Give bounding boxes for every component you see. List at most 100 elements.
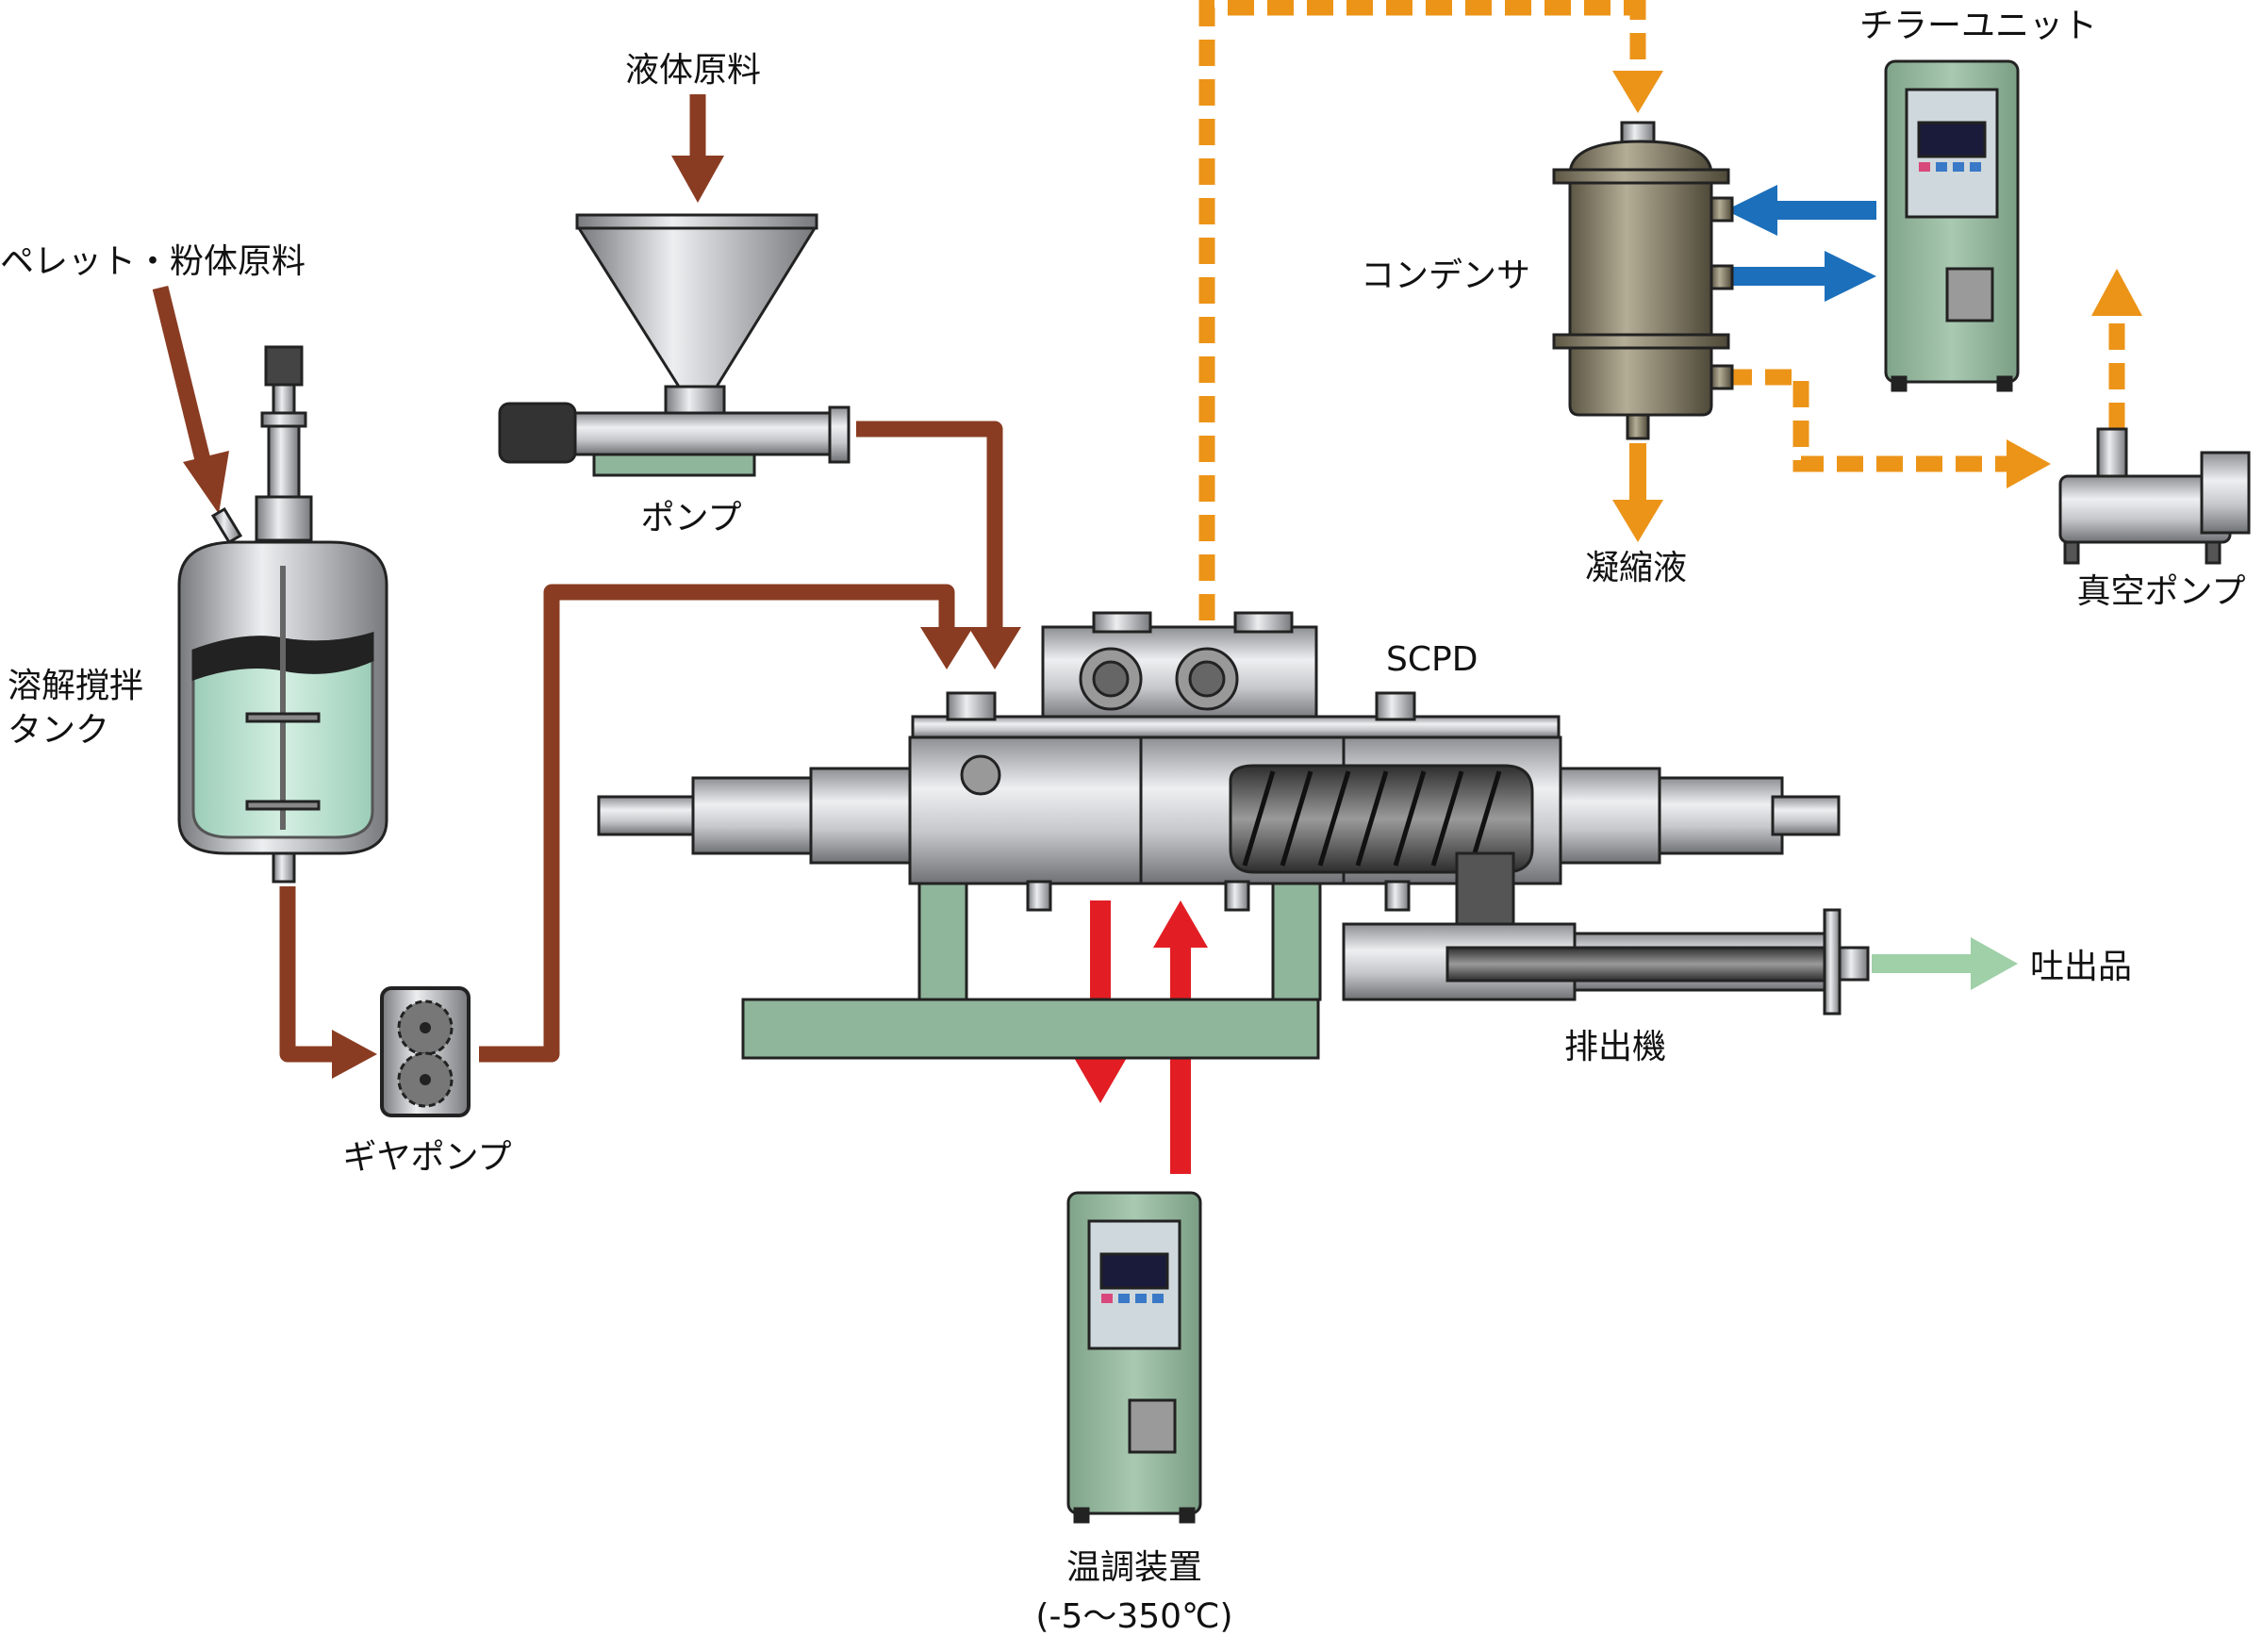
- screw-pump-outlet-flange: [828, 405, 851, 464]
- scpd-top-plate: [911, 715, 1561, 739]
- tcu-vent: [1128, 1398, 1177, 1454]
- coolant-arrows: [1726, 185, 1876, 302]
- material-flow-arrowheads: [183, 156, 1021, 1079]
- coolant-return-arrowhead: [1726, 185, 1777, 236]
- scpd-base-beam: [741, 998, 1320, 1060]
- vacuum-pump-foot-left: [2063, 540, 2080, 565]
- vacuum-pump-inlet: [2096, 427, 2128, 478]
- arrowhead-vacuum-in: [2007, 439, 2051, 488]
- tank-motor-coupling: [272, 383, 296, 415]
- chiller-unit-label: チラーユニット: [1858, 7, 2098, 45]
- scpd-side-port: [960, 754, 1001, 796]
- scpd-unit: [597, 611, 1841, 1060]
- dissolving-tank: [177, 345, 388, 884]
- chiller-unit: [1884, 59, 2020, 392]
- dissolving-tank-label-line2: タンク: [8, 711, 110, 750]
- coolant-supply-arrowhead: [1825, 251, 1876, 302]
- product-arrow-shaft: [1872, 954, 1975, 973]
- condensate-label: 凝縮液: [1584, 549, 1688, 587]
- vacuum-pump-foot-right: [2205, 540, 2222, 565]
- tcu-button-2: [1118, 1294, 1130, 1303]
- tank-to-gearpump-line: [279, 886, 339, 1063]
- arrowhead-scpd-inlet-2: [968, 627, 1021, 669]
- scpd-dome-port-1: [1092, 611, 1152, 634]
- screw-pump-barrel: [573, 411, 841, 456]
- hopper-cone: [576, 226, 818, 388]
- vapor-lines: [1198, 0, 2125, 660]
- arrowhead-liquid-feed: [671, 156, 724, 203]
- condenser-flange-top: [1552, 168, 1730, 185]
- screw-pump-motor: [498, 402, 577, 464]
- pump-label: ポンプ: [640, 499, 742, 537]
- gear-pump: [380, 986, 471, 1117]
- vacuum-pump: [2058, 427, 2251, 565]
- tcu-button-4: [1152, 1294, 1164, 1303]
- pellet-powder-label: ペレット・粉体原料: [0, 242, 306, 281]
- condenser-label: コンデンサ: [1361, 256, 1531, 295]
- tcu-caster-left: [1073, 1507, 1090, 1524]
- pellet-feed-line: [152, 285, 214, 474]
- temp-controller-label-line2: (-5〜350℃): [1035, 1597, 1233, 1636]
- condenser-flange-bottom: [1552, 333, 1730, 350]
- chiller-vent: [1945, 267, 1994, 322]
- chiller-button-1: [1919, 162, 1930, 172]
- scpd-bottom-nozzle-1: [1026, 880, 1052, 912]
- vacuum-pump-label: 真空ポンプ: [2076, 572, 2246, 611]
- tank-shaft-housing: [267, 424, 301, 499]
- hopper-neck: [664, 385, 726, 417]
- tank-flange: [260, 411, 307, 428]
- scpd-screw-flights: [1242, 770, 1502, 867]
- gear-pump-label: ギヤポンプ: [342, 1138, 512, 1177]
- scpd-bearing-left: [691, 776, 818, 855]
- scpd-bottom-nozzle-3: [1384, 880, 1411, 912]
- condenser-to-vacuum-line: [1726, 369, 2008, 472]
- liquid-material-label: 液体原料: [624, 51, 762, 90]
- arrowhead-gearpump-in: [332, 1030, 377, 1079]
- gearpump-to-scpd-line: [479, 584, 955, 1063]
- scpd-bottom-nozzle-2: [1224, 880, 1250, 912]
- scpd-inlet-nozzle: [946, 691, 997, 721]
- chiller-display: [1917, 121, 1987, 158]
- dissolving-tank-label-line1: 溶解撹拌: [8, 667, 144, 705]
- gear-upper-hub: [420, 1022, 431, 1033]
- chiller-caster-left: [1891, 375, 1908, 392]
- scpd-gland-right: [1554, 767, 1661, 865]
- condensate-line: [1629, 443, 1646, 502]
- scpd-gland-left: [809, 767, 917, 865]
- hopper-rim: [575, 213, 818, 230]
- arrowhead-scpd-inlet-1: [920, 627, 973, 669]
- discharger-nozzle: [1838, 946, 1870, 982]
- tank-motor: [264, 345, 304, 387]
- condenser-drain: [1626, 413, 1650, 440]
- condenser-coolant-in-nozzle: [1710, 264, 1734, 290]
- temp-controller-label-line1: 温調装置: [1065, 1548, 1203, 1587]
- hopper-pump: [498, 213, 851, 477]
- scpd-sight-glass-2-inner: [1188, 660, 1226, 698]
- gear-lower-hub: [420, 1074, 431, 1085]
- scpd-shaft-right: [1771, 795, 1841, 836]
- tank-nozzle-base: [255, 495, 313, 542]
- arrowhead-condenser-in: [1612, 71, 1663, 113]
- heat-up-arrowhead: [1153, 900, 1208, 948]
- product-arrowhead: [1971, 937, 2018, 990]
- vacuum-pump-motor: [2200, 451, 2251, 535]
- heat-down-arrowhead: [1073, 1056, 1128, 1103]
- vapor-arrowheads: [1612, 71, 2142, 542]
- tank-impeller-upper: [245, 712, 321, 723]
- scpd-discharge-chute: [1455, 851, 1515, 926]
- chiller-button-4: [1970, 162, 1981, 172]
- product-arrow: [1872, 937, 2018, 990]
- temperature-control-unit: [1066, 1191, 1202, 1524]
- coolant-return-shaft: [1773, 201, 1876, 220]
- discharger-end-flange: [1823, 908, 1842, 1016]
- chiller-button-2: [1936, 162, 1947, 172]
- tank-side-nozzle: [210, 506, 243, 545]
- material-flow-lines: [152, 94, 1003, 1063]
- arrowhead-exhaust: [2091, 269, 2142, 316]
- discharged-product-label: 吐出品: [2030, 948, 2133, 986]
- scpd-to-condenser-vapor-line: [1198, 0, 1646, 660]
- tcu-display: [1099, 1252, 1169, 1290]
- coolant-supply-shaft: [1726, 267, 1829, 286]
